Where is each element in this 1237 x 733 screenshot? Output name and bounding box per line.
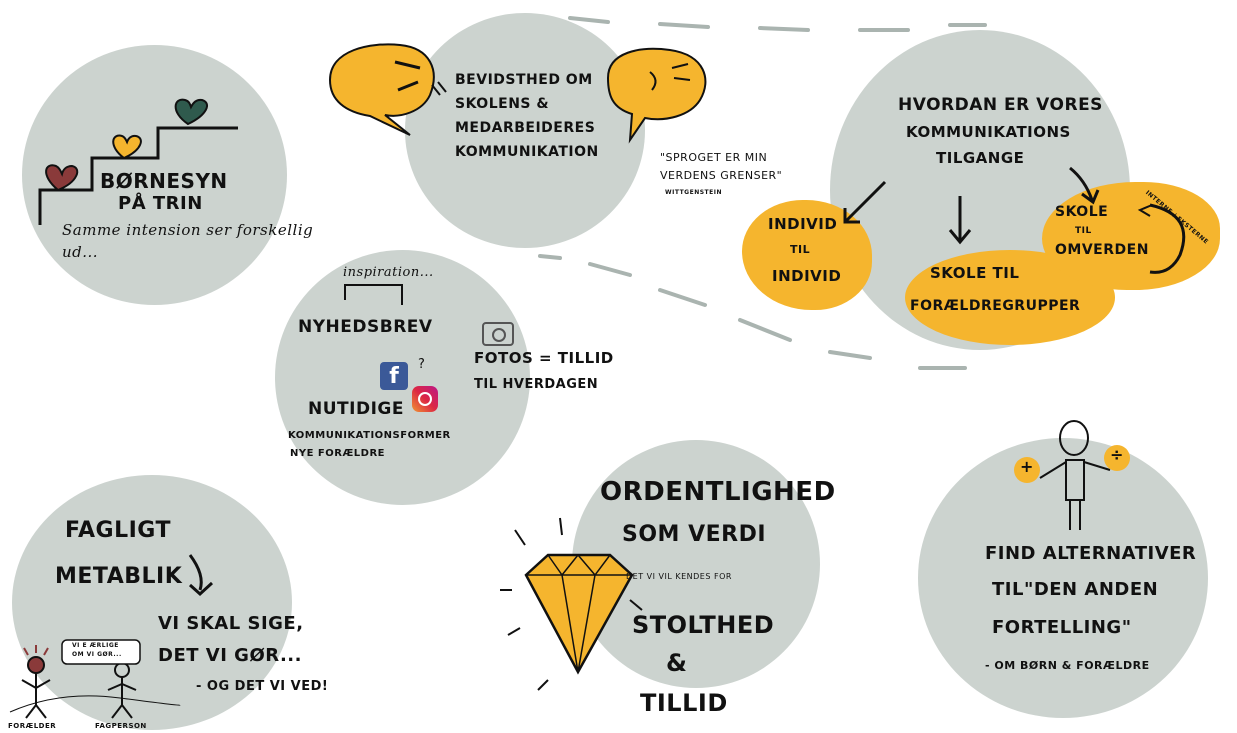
nyhedsbrev-title: NYHEDSBREV — [298, 317, 433, 337]
circle-bevidsthed — [405, 13, 645, 248]
branch-omverden: SKOLE — [1055, 204, 1109, 220]
speech-bubble-text: VI E ÆRLIGE — [72, 642, 119, 649]
heart-icon — [174, 98, 208, 126]
inspiration-label: inspiration... — [343, 265, 434, 280]
kendes-for: DET VI VIL KENDES FOR — [626, 572, 732, 581]
branch-individ: TIL — [790, 243, 811, 256]
kommunikation-question: KOMMUNIKATIONS — [906, 123, 1071, 141]
stairs-drawing — [38, 126, 238, 225]
alternativer-line: FORTELLING" — [992, 617, 1132, 638]
dashed-connectors — [538, 16, 987, 370]
figure-label-foraelder: FORÆLDER — [8, 722, 57, 730]
circle-fagligt — [12, 475, 292, 730]
og-det-vi-ved: - OG DET VI VED! — [196, 679, 329, 694]
bevidsthed-line: BEVIDSTHED OM — [455, 72, 593, 88]
ordentlighed-title: ORDENTLIGHED — [600, 477, 836, 507]
speech-bubble-text: OM VI GØR... — [72, 651, 122, 658]
branch-foraeldregrupper: SKOLE TIL — [930, 264, 1020, 282]
bevidsthed-line: KOMMUNIKATION — [455, 144, 599, 160]
diamond-icon — [500, 517, 643, 691]
metablik-title: METABLIK — [55, 564, 183, 589]
facebook-icon: f — [380, 362, 408, 390]
branch-omverden: OMVERDEN — [1055, 242, 1149, 258]
bevidsthed-line: MEDARBEIDERES — [455, 120, 596, 136]
boernesyn-note: Samme intension ser forskellig — [62, 221, 314, 239]
alternativer-title: FIND ALTERNATIVER — [985, 543, 1197, 564]
branch-foraeldregrupper: FORÆLDREGRUPPER — [910, 298, 1081, 314]
kommunikation-question: TILGANGE — [936, 149, 1025, 167]
det-vi-goer: DET VI GØR... — [158, 645, 302, 666]
branch-individ: INDIVID — [772, 267, 842, 285]
nye-foraeldre: NYE FORÆLDRE — [290, 448, 386, 459]
question-mark: ? — [418, 357, 426, 372]
kommunikation-question: HVORDAN ER VORES — [898, 95, 1103, 115]
tillid: TILLID — [640, 689, 728, 717]
kommunikationsformer: KOMMUNIKATIONSFORMER — [288, 430, 451, 441]
stolthed: STOLTHED — [632, 611, 775, 639]
branch-individ: INDIVID — [768, 215, 838, 233]
boernesyn-title: BØRNESYN — [100, 169, 228, 193]
heart-icon — [112, 134, 142, 160]
til-hverdagen: TIL HVERDAGEN — [474, 377, 599, 392]
branch-omverden: TIL — [1075, 226, 1092, 236]
som-verdi: SOM VERDI — [622, 522, 767, 547]
plus-sign: + — [1020, 457, 1034, 476]
camera-icon — [482, 322, 514, 346]
figure-label-fagperson: FAGPERSON — [95, 722, 147, 730]
blob-omverden — [1042, 182, 1220, 290]
stick-figure-icon — [1014, 420, 1130, 530]
ampersand: & — [666, 649, 688, 677]
quote-author: WITTGENSTEIN — [665, 189, 722, 196]
alternativer-line: TIL"DEN ANDEN — [992, 579, 1159, 600]
heart-icon — [45, 164, 79, 192]
nutidige-title: NUTIDIGE — [308, 399, 404, 419]
instagram-icon — [412, 386, 438, 412]
speech-bubble-icon — [606, 47, 707, 144]
fotos-tillid: FOTOS = TILLID — [474, 349, 614, 367]
bevidsthed-line: SKOLENS & — [455, 96, 550, 112]
boernesyn-subtitle: PÅ TRIN — [118, 193, 203, 214]
circle-alternativer — [918, 438, 1208, 718]
vi-skal-sige: VI SKAL SIGE, — [158, 613, 304, 634]
quote-line: VERDENS GRENSER" — [660, 169, 783, 182]
boernesyn-note-2: ud... — [62, 243, 99, 261]
speech-bubble-icon — [328, 43, 435, 136]
om-boern-foraeldre: - OM BØRN & FORÆLDRE — [985, 659, 1150, 672]
minus-sign: ÷ — [1110, 445, 1124, 464]
quote-line: "SPROGET ER MIN — [660, 151, 768, 164]
fagligt-title: FAGLIGT — [65, 518, 171, 543]
